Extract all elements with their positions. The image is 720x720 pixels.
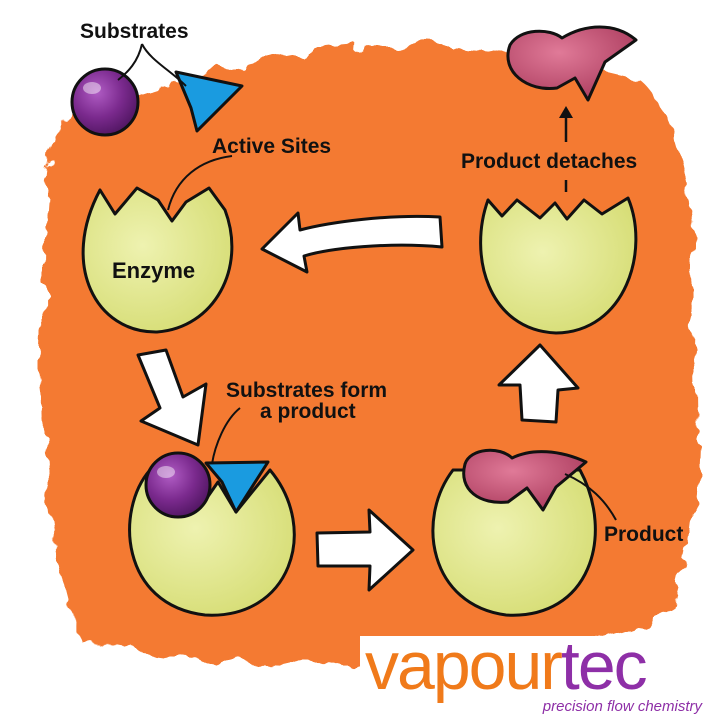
substrate-wedge-bound xyxy=(204,460,270,514)
leader-lines xyxy=(117,43,617,521)
arrow-right-to-left xyxy=(260,211,444,274)
leader-substrates-form xyxy=(211,407,241,465)
label-product: Product xyxy=(604,523,683,546)
label-substrates-form-1: Substrates form xyxy=(226,379,387,402)
leader-active-sites xyxy=(167,155,233,211)
vapourtec-logo: vapourtec precision flow chemistry xyxy=(360,632,720,720)
leader-product xyxy=(564,473,617,521)
logo-wordmark: vapourtec xyxy=(365,632,648,700)
leader-substrates-sphere xyxy=(117,43,143,81)
product-free xyxy=(506,25,638,102)
substrate-sphere-free xyxy=(70,67,140,137)
label-enzyme: Enzyme xyxy=(112,258,195,283)
enzyme-top-left xyxy=(81,186,234,334)
logo-word-part2: tec xyxy=(560,628,648,704)
arrow-bottom-right xyxy=(315,508,415,592)
enzyme-top-right xyxy=(479,196,638,335)
logo-word-part1: vapour xyxy=(365,628,563,704)
arrow-up xyxy=(497,343,580,424)
label-product-detaches: Product detaches xyxy=(461,150,637,173)
label-substrates: Substrates xyxy=(80,20,189,43)
product-bound xyxy=(462,448,588,512)
leader-substrates-wedge xyxy=(141,43,187,87)
arrow-down xyxy=(136,348,208,447)
enzyme-bottom-right xyxy=(431,468,597,617)
substrate-sphere-bound xyxy=(144,451,212,519)
logo-tagline: precision flow chemistry xyxy=(542,698,702,715)
detach-arrow xyxy=(559,106,573,192)
label-active-sites: Active Sites xyxy=(212,135,331,158)
label-substrates-form-2: a product xyxy=(260,400,356,423)
substrate-wedge-free xyxy=(174,70,244,133)
